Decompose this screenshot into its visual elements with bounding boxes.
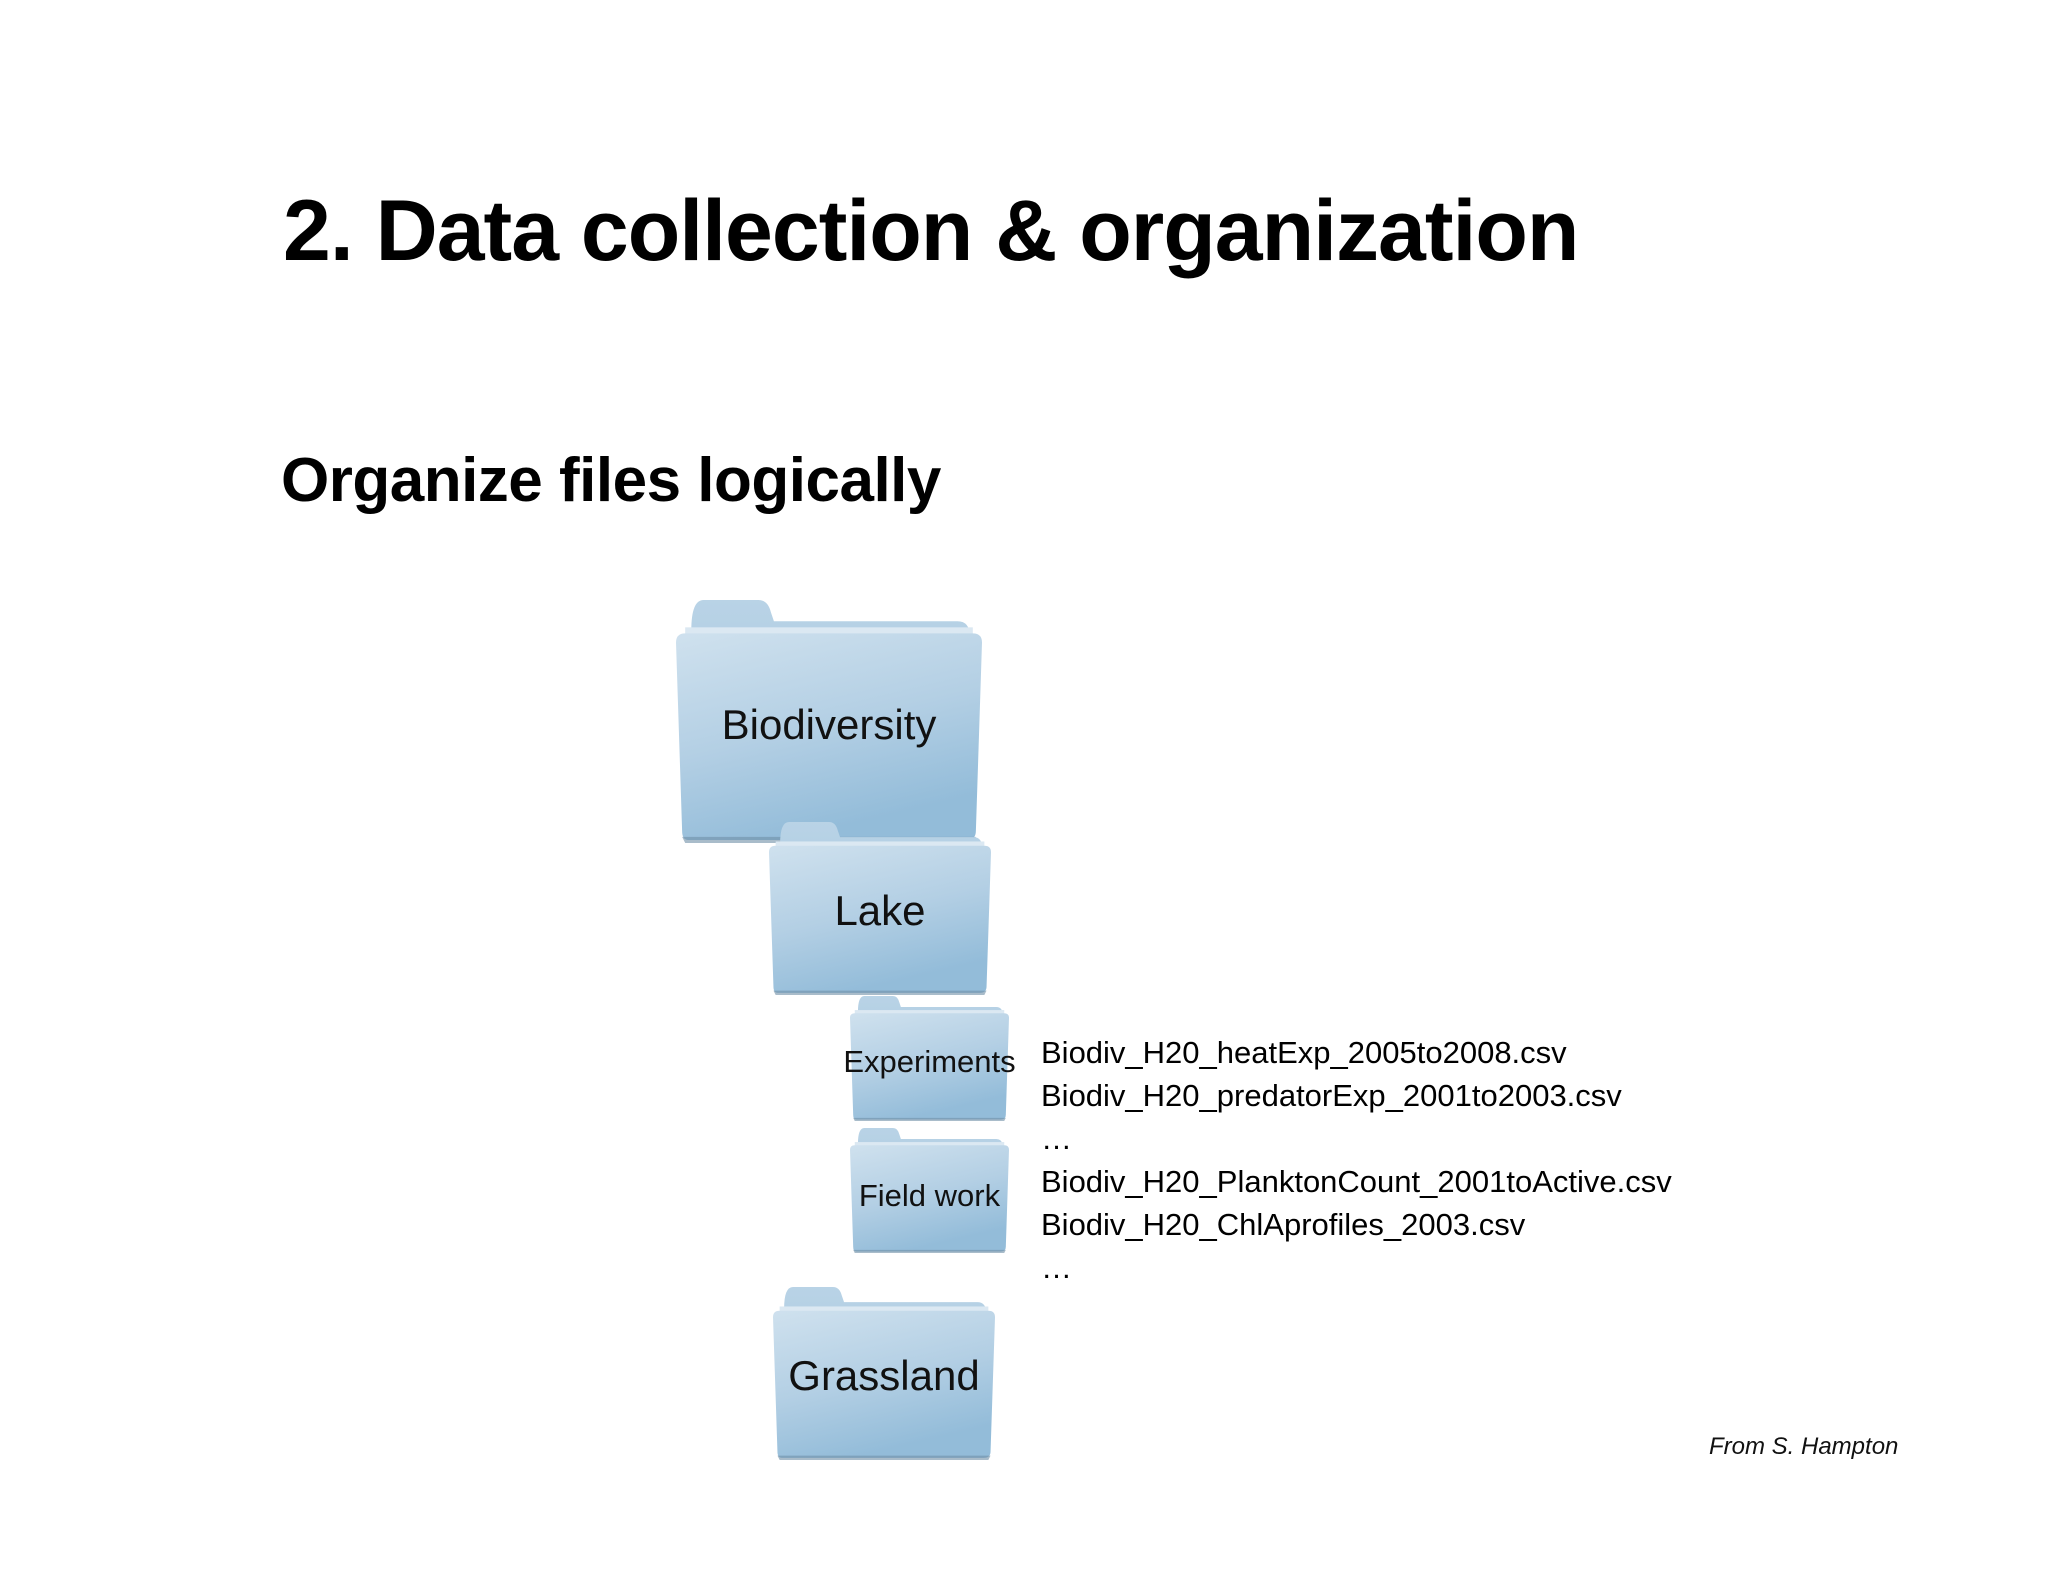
folder-label: Lake	[834, 887, 926, 934]
attribution: From S. Hampton	[1709, 1433, 1899, 1460]
file-item[interactable]: Biodiv_H20_ChlAprofiles_2003.csv	[1041, 1207, 1526, 1242]
file-item[interactable]: Biodiv_H20_heatExp_2005to2008.csv	[1041, 1035, 1567, 1070]
folder-lake[interactable]: Lake	[769, 822, 991, 995]
folder-icon	[769, 822, 991, 995]
folder-label: Field work	[858, 1178, 1001, 1213]
folder-label: Grassland	[788, 1352, 980, 1399]
folder-biodiversity[interactable]: Biodiversity	[676, 600, 982, 843]
file-item[interactable]: Biodiv_H20_predatorExp_2001to2003.csv	[1041, 1078, 1622, 1113]
slide-title: 2. Data collection & organization	[283, 183, 1579, 279]
folder-field-work[interactable]: Field work	[850, 1128, 1009, 1253]
slide-subtitle: Organize files logically	[281, 446, 941, 515]
experiments-file-list: Biodiv_H20_heatExp_2005to2008.csv Biodiv…	[1041, 1031, 1622, 1160]
folder-grassland[interactable]: Grassland	[773, 1287, 995, 1460]
file-list-ellipsis: …	[1041, 1250, 1072, 1285]
folder-icon	[773, 1287, 995, 1460]
folder-icon	[850, 996, 1009, 1121]
file-item[interactable]: Biodiv_H20_PlanktonCount_2001toActive.cs…	[1041, 1164, 1672, 1199]
folder-label: Experiments	[843, 1044, 1016, 1079]
folder-icon	[850, 1128, 1009, 1253]
folder-experiments[interactable]: Experiments	[843, 996, 1016, 1121]
file-list-ellipsis: …	[1041, 1121, 1072, 1156]
folder-label: Biodiversity	[721, 701, 937, 748]
field-work-file-list: Biodiv_H20_PlanktonCount_2001toActive.cs…	[1041, 1160, 1672, 1289]
